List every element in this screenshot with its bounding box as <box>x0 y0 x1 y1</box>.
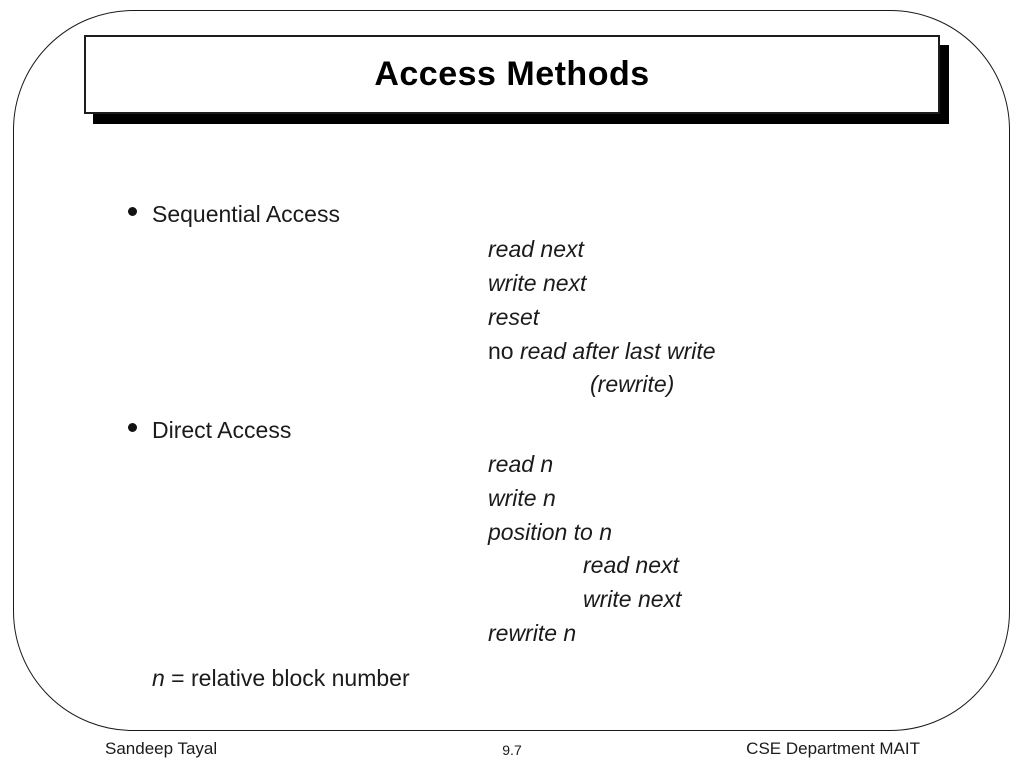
bullet-item-direct-access: Direct Access <box>152 417 292 443</box>
command-nested-read-next: read next <box>583 552 679 578</box>
footer-author: Sandeep Tayal <box>105 739 218 758</box>
bullet-icon <box>128 423 137 432</box>
command-no-read-after-last-write: no read after last write <box>488 337 716 365</box>
command-reset: reset <box>488 304 540 330</box>
command-nested-write-next: write next <box>583 586 682 612</box>
title-box: Access Methods <box>84 35 940 114</box>
command-write-n: write n <box>488 485 556 511</box>
command-rewrite-n: rewrite n <box>488 620 577 646</box>
slide-title: Access Methods <box>374 55 650 93</box>
slide-rounded-frame <box>13 10 1010 731</box>
bullet-item-sequential-access: Sequential Access <box>152 201 340 227</box>
note-relative-block-number: n = relative block number <box>152 664 410 692</box>
note-n-italic: n <box>152 665 165 691</box>
bullet-icon <box>128 207 137 216</box>
command-read-n: read n <box>488 451 554 477</box>
footer-slide-number: 9.7 <box>502 742 522 758</box>
command-read-next: read next <box>488 236 584 262</box>
no-read-after-last-write-italic: read after last write <box>519 338 716 364</box>
command-position-to-n: position to n <box>488 519 613 545</box>
command-rewrite-paren: (rewrite) <box>590 371 675 397</box>
footer-department: CSE Department MAIT <box>746 739 920 758</box>
command-write-next: write next <box>488 270 587 296</box>
note-rest: = relative block number <box>164 665 410 691</box>
no-prefix: no <box>488 338 520 364</box>
